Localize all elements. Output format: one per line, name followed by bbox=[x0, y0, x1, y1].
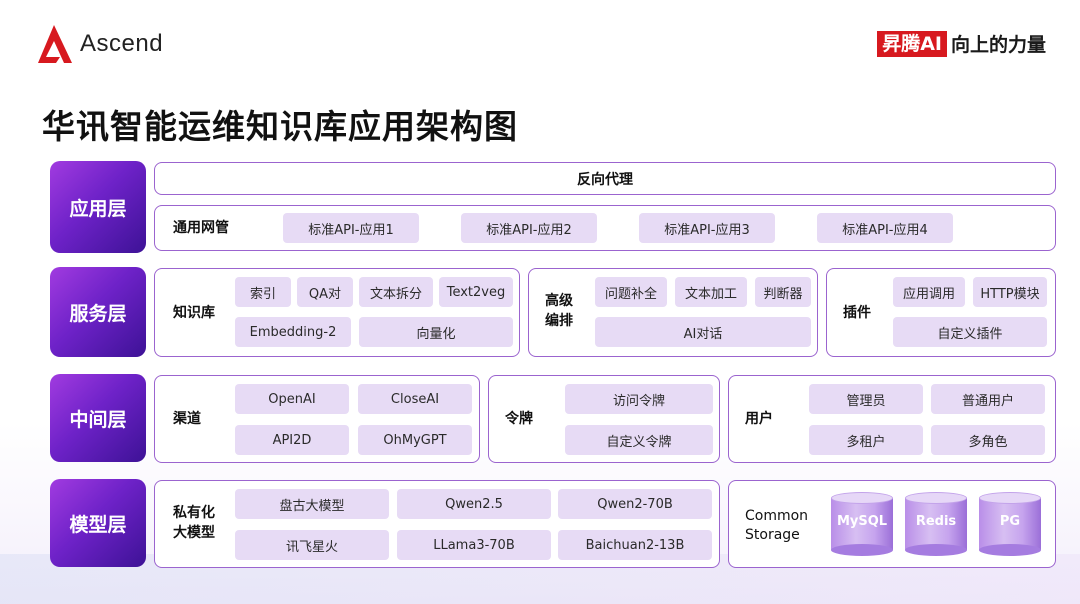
token-box: 令牌 访问令牌 自定义令牌 bbox=[488, 375, 720, 463]
private-model-label: 私有化 大模型 bbox=[173, 503, 215, 543]
logo-text: Ascend bbox=[80, 30, 164, 57]
kb-chip-vector: 向量化 bbox=[359, 317, 513, 347]
reverse-proxy-label: 反向代理 bbox=[577, 171, 633, 188]
model-chip-xunfei: 讯飞星火 bbox=[235, 530, 389, 560]
orchestration-box: 高级 编排 问题补全 文本加工 判断器 AI对话 bbox=[528, 268, 818, 357]
ascend-logo-icon bbox=[38, 25, 72, 63]
slogan: 昇腾AI 向上的力量 bbox=[877, 30, 1046, 57]
storage-label: Common Storage bbox=[745, 507, 808, 545]
kb-chip-qa: QA对 bbox=[297, 277, 353, 307]
db-label-pg: PG bbox=[999, 514, 1021, 529]
layer-label-middle: 中间层 bbox=[50, 374, 146, 462]
knowledge-base-label: 知识库 bbox=[173, 305, 215, 321]
storage-label-1: Common bbox=[745, 508, 809, 524]
db-label-mysql: MySQL bbox=[836, 514, 888, 529]
token-chip-access: 访问令牌 bbox=[565, 384, 713, 414]
gateway-box: 通用网管 标准API-应用1 标准API-应用2 标准API-应用3 标准API… bbox=[154, 205, 1056, 251]
token-chip-custom: 自定义令牌 bbox=[565, 425, 713, 455]
api-chip-2: 标准API-应用2 bbox=[461, 213, 597, 243]
slogan-brand: 昇腾AI bbox=[877, 30, 947, 57]
model-chip-baichuan2: Baichuan2-13B bbox=[558, 530, 712, 560]
orch-chip-ai-chat: AI对话 bbox=[595, 317, 811, 347]
gateway-label: 通用网管 bbox=[173, 220, 229, 236]
db-cylinder-mysql: MySQL bbox=[831, 492, 893, 556]
storage-box: Common Storage MySQL Redis PG bbox=[728, 480, 1056, 568]
page-title: 华讯智能运维知识库应用架构图 bbox=[42, 107, 518, 146]
channel-chip-ohmygpt: OhMyGPT bbox=[358, 425, 472, 455]
orchestration-label: 高级 编排 bbox=[545, 291, 573, 331]
kb-chip-embedding: Embedding-2 bbox=[235, 317, 351, 347]
db-label-redis: Redis bbox=[915, 514, 957, 529]
layer-label-service: 服务层 bbox=[50, 267, 146, 357]
layer-label-app: 应用层 bbox=[50, 161, 146, 253]
channel-chip-closeai: CloseAI bbox=[358, 384, 472, 414]
api-chip-3: 标准API-应用3 bbox=[639, 213, 775, 243]
model-chip-qwen2-70b: Qwen2-70B bbox=[558, 489, 712, 519]
plugin-chip-app-call: 应用调用 bbox=[893, 277, 965, 307]
channel-box: 渠道 OpenAI CloseAI API2D OhMyGPT bbox=[154, 375, 480, 463]
knowledge-base-box: 知识库 索引 QA对 文本拆分 Text2veg Embedding-2 向量化 bbox=[154, 268, 520, 357]
storage-label-2: Storage bbox=[745, 527, 800, 543]
model-chip-qwen25: Qwen2.5 bbox=[397, 489, 551, 519]
model-chip-pangu: 盘古大模型 bbox=[235, 489, 389, 519]
user-chip-roles: 多角色 bbox=[931, 425, 1045, 455]
ascend-logo: Ascend bbox=[34, 22, 163, 66]
layer-label-model: 模型层 bbox=[50, 479, 146, 567]
api-chip-4: 标准API-应用4 bbox=[817, 213, 953, 243]
kb-chip-text2veg: Text2veg bbox=[439, 277, 513, 307]
model-chip-llama3: LLama3-70B bbox=[397, 530, 551, 560]
token-label: 令牌 bbox=[505, 411, 533, 427]
orch-chip-process: 文本加工 bbox=[675, 277, 747, 307]
private-model-box: 私有化 大模型 盘古大模型 Qwen2.5 Qwen2-70B 讯飞星火 LLa… bbox=[154, 480, 720, 568]
orch-chip-judge: 判断器 bbox=[755, 277, 811, 307]
plugin-label: 插件 bbox=[843, 305, 871, 321]
user-label: 用户 bbox=[745, 411, 773, 427]
api-chip-1: 标准API-应用1 bbox=[283, 213, 419, 243]
user-chip-tenant: 多租户 bbox=[809, 425, 923, 455]
plugin-chip-custom: 自定义插件 bbox=[893, 317, 1047, 347]
plugin-box: 插件 应用调用 HTTP模块 自定义插件 bbox=[826, 268, 1056, 357]
private-model-label-2: 大模型 bbox=[173, 525, 215, 541]
orchestration-label-2: 编排 bbox=[545, 313, 573, 329]
slogan-text: 向上的力量 bbox=[950, 34, 1046, 56]
private-model-label-1: 私有化 bbox=[173, 505, 215, 521]
orch-chip-complete: 问题补全 bbox=[595, 277, 667, 307]
kb-chip-split: 文本拆分 bbox=[359, 277, 433, 307]
reverse-proxy-box: 反向代理 bbox=[154, 162, 1056, 195]
channel-chip-openai: OpenAI bbox=[235, 384, 349, 414]
kb-chip-index: 索引 bbox=[235, 277, 291, 307]
user-chip-admin: 管理员 bbox=[809, 384, 923, 414]
orchestration-label-1: 高级 bbox=[545, 293, 573, 309]
channel-chip-api2d: API2D bbox=[235, 425, 349, 455]
user-box: 用户 管理员 普通用户 多租户 多角色 bbox=[728, 375, 1056, 463]
db-cylinder-redis: Redis bbox=[905, 492, 967, 556]
user-chip-normal: 普通用户 bbox=[931, 384, 1045, 414]
channel-label: 渠道 bbox=[173, 411, 201, 427]
db-cylinder-pg: PG bbox=[979, 492, 1041, 556]
plugin-chip-http: HTTP模块 bbox=[973, 277, 1047, 307]
